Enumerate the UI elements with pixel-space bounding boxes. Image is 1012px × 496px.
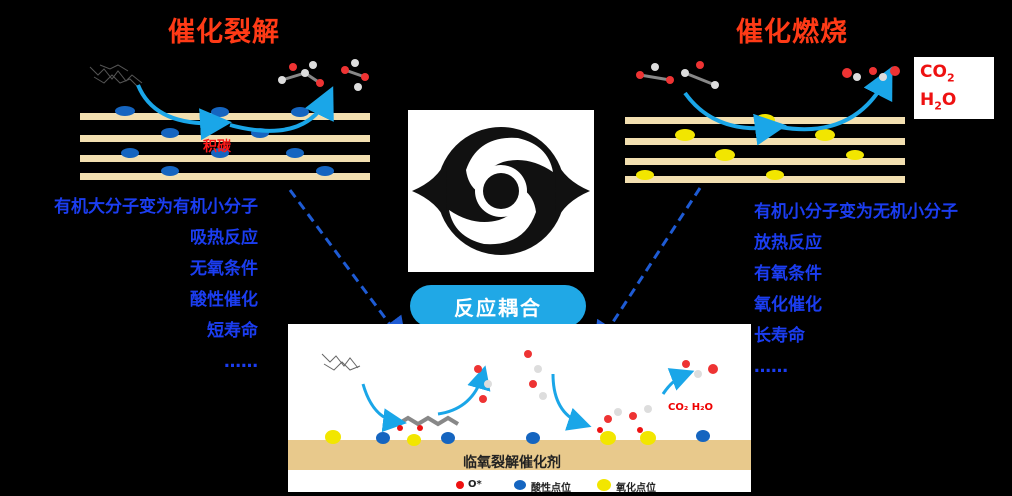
macromolecule-icon bbox=[321, 353, 361, 371]
cracking-schematic bbox=[80, 59, 370, 180]
list-item: …… bbox=[754, 357, 788, 377]
list-item: 有氧条件 bbox=[754, 264, 822, 284]
small-molecule-icon bbox=[341, 59, 369, 91]
combustion-features-list: 有机小分子变为无机小分子 放热反应 有氧条件 氧化催化 长寿命 …… bbox=[754, 197, 958, 383]
bed-sites bbox=[325, 425, 710, 446]
small-molecule-icon bbox=[636, 61, 719, 89]
list-item: 有机大分子变为有机小分子 bbox=[54, 197, 258, 217]
catalyst-layer bbox=[625, 176, 905, 183]
list-item: 吸热反应 bbox=[190, 228, 258, 248]
acid-site-legend-mark bbox=[514, 480, 526, 490]
list-item: 短寿命 bbox=[207, 321, 258, 341]
list-item: 无氧条件 bbox=[190, 259, 258, 279]
coupled-process-illustration bbox=[288, 350, 751, 491]
small-molecule-icon bbox=[278, 61, 324, 87]
catalytic-combustion-title: 催化燃烧 bbox=[736, 17, 848, 48]
coupled-catalyst-panel: CO₂ H₂O 临氧裂解催化剂 O* 酸性点位 氧化点位 bbox=[288, 324, 751, 494]
small-molecule-icon bbox=[474, 350, 718, 423]
co2-h2o-molecule-icon bbox=[842, 66, 900, 81]
catalyst-layer bbox=[625, 158, 905, 165]
panel-products-label: CO₂ H₂O bbox=[668, 402, 713, 413]
catalyst-label: 临氧裂解催化剂 bbox=[463, 455, 561, 471]
legend-oxidation-site: 氧化点位 bbox=[616, 483, 656, 494]
list-item: 酸性催化 bbox=[190, 290, 258, 310]
cracking-features-list: 有机大分子变为有机小分子 吸热反应 无氧条件 酸性催化 短寿命 …… bbox=[14, 192, 258, 378]
reaction-coupling-badge: 反应耦合 bbox=[410, 285, 586, 327]
macromolecule-icon bbox=[89, 64, 143, 88]
list-item: 放热反应 bbox=[754, 233, 822, 253]
catalytic-cracking-title: 催化裂解 bbox=[168, 17, 280, 48]
catalyst-layer bbox=[80, 155, 370, 162]
list-item: 氧化催化 bbox=[754, 295, 822, 315]
legend-o-radical: O* bbox=[468, 479, 482, 490]
oxidation-site-legend-mark bbox=[597, 479, 611, 491]
list-item: 长寿命 bbox=[754, 326, 805, 346]
o-radical-legend-mark bbox=[456, 481, 464, 489]
catalyst-bed bbox=[288, 440, 751, 470]
coupling-emblem-icon bbox=[408, 110, 594, 272]
products-box: CO2 H2O bbox=[914, 57, 994, 119]
list-item: …… bbox=[224, 352, 258, 372]
catalyst-layer bbox=[80, 173, 370, 180]
list-item: 有机小分子变为无机小分子 bbox=[754, 202, 958, 222]
combustion-schematic bbox=[625, 61, 905, 183]
legend-acid-site: 酸性点位 bbox=[531, 483, 571, 494]
coking-label: 积碳 bbox=[203, 139, 231, 155]
